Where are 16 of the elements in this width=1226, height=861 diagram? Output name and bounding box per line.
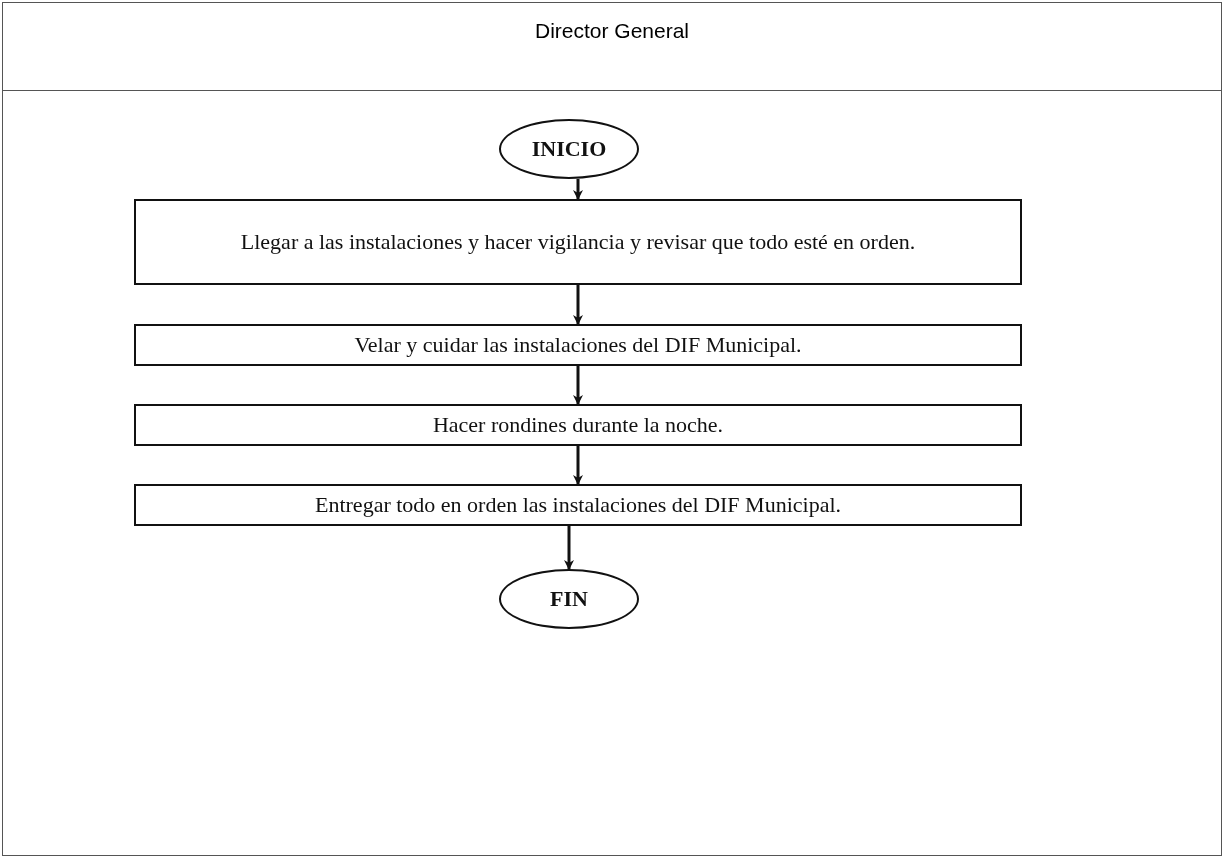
process-box (134, 404, 1022, 446)
process-box (134, 484, 1022, 526)
arrow (564, 526, 574, 570)
step-text: Hacer rondines durante la noche. (432, 412, 724, 438)
step-text: INICIO (531, 136, 607, 162)
arrow (573, 366, 583, 405)
arrow (573, 446, 583, 485)
process-box (134, 199, 1022, 285)
step-text: FIN (550, 586, 588, 612)
arrow (573, 179, 583, 200)
arrow (573, 285, 583, 325)
process-box (134, 324, 1022, 366)
step-text: Velar y cuidar las instalaciones del DIF Municipal. (354, 332, 802, 358)
step-text: Llegar a las instalaciones y hacer vigilancia y revisar que todo esté en orden. (240, 229, 916, 255)
lane-title: Director General (534, 19, 690, 44)
step-text: Entregar todo en orden las instalaciones del DIF Municipal. (315, 492, 841, 518)
